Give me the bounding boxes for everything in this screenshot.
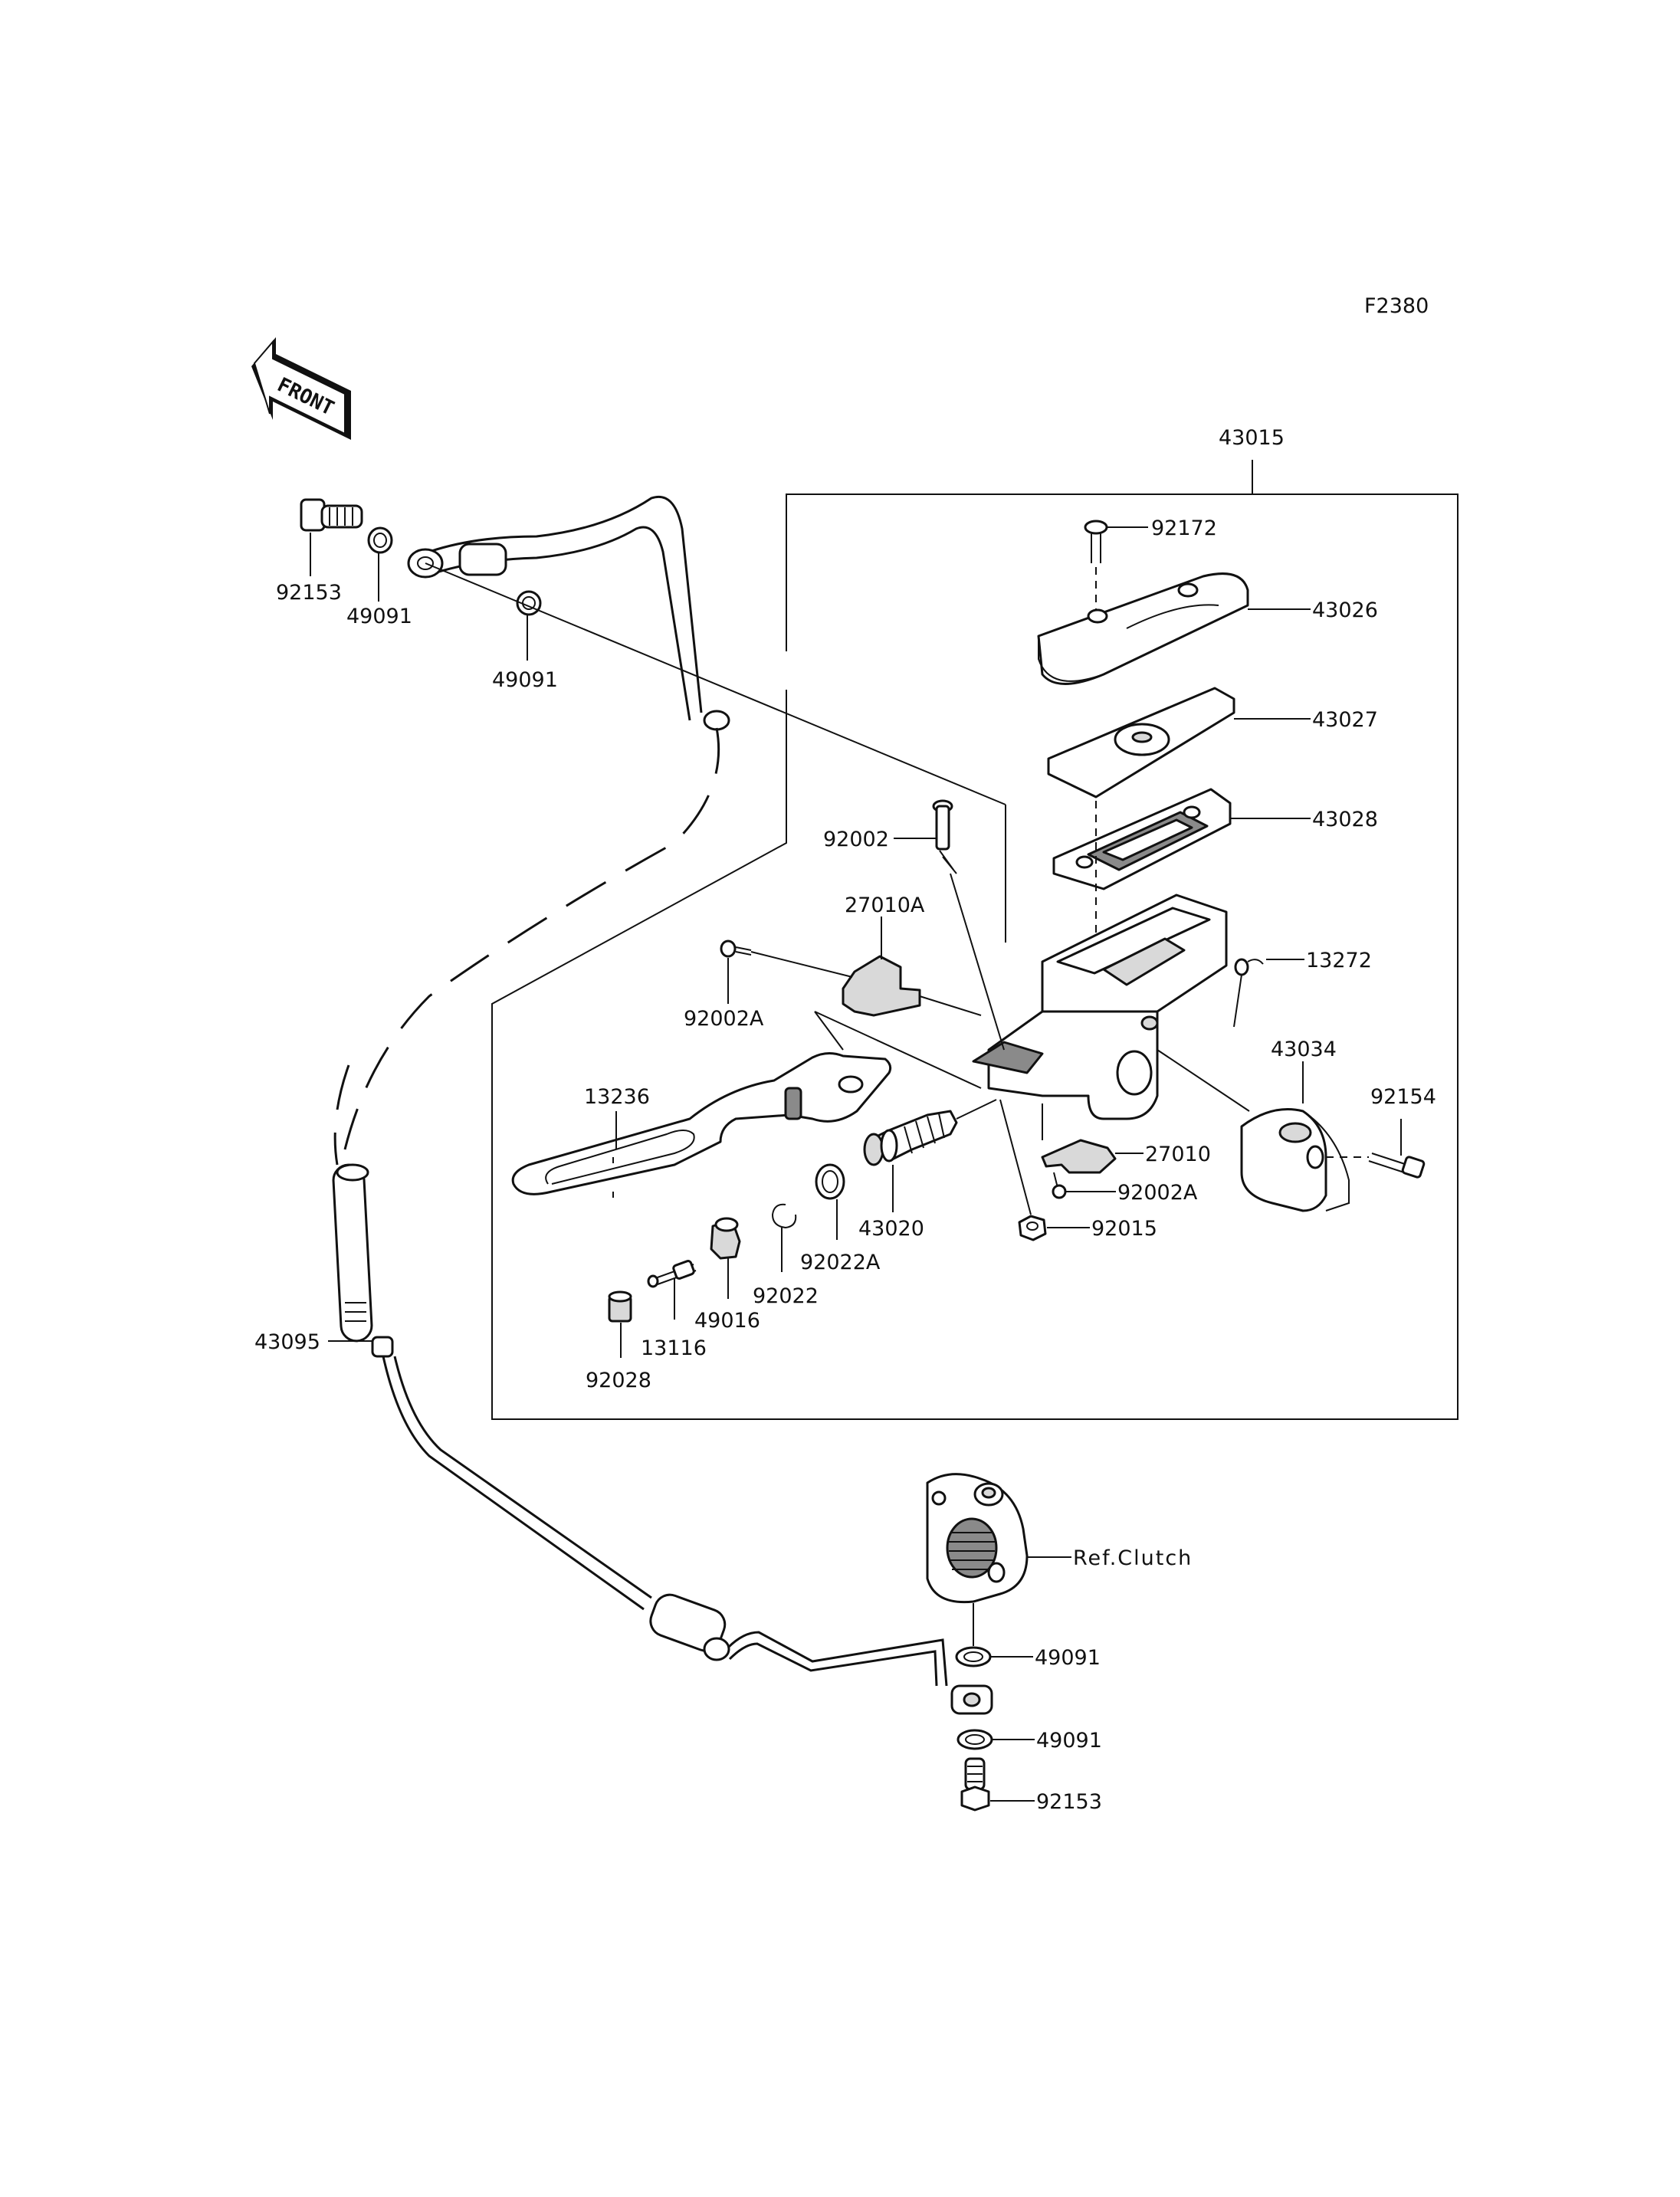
screw-b <box>1052 1172 1067 1199</box>
label-cap-nut: 13272 <box>1306 949 1372 972</box>
label-screw-a: 92002A <box>684 1007 764 1031</box>
label-screw-b: 92002A <box>1117 1181 1198 1205</box>
banjo-fitting-top <box>407 543 507 579</box>
label-washer-bottom-b: 49091 <box>1036 1729 1102 1753</box>
label-holder-bolt: 92154 <box>1370 1085 1436 1109</box>
washer-bottom-a <box>955 1646 992 1667</box>
upper-hose <box>333 496 730 1166</box>
push-rod <box>647 1260 697 1288</box>
label-bolt-bottom: 92153 <box>1036 1790 1102 1814</box>
label-nut: 92015 <box>1091 1217 1157 1241</box>
label-circlip-a: 92022A <box>800 1251 881 1274</box>
switch-bracket-a <box>842 955 921 1017</box>
label-collar: 92028 <box>586 1369 651 1392</box>
figure-code: F2380 <box>1364 294 1429 318</box>
diaphragm <box>1052 788 1232 890</box>
label-lever: 13236 <box>584 1085 650 1109</box>
label-washer-bottom-a: 49091 <box>1035 1646 1101 1670</box>
bolt-top <box>300 498 363 532</box>
label-pivot-bolt: 92002 <box>823 828 889 851</box>
piston <box>863 1110 958 1166</box>
clutch-hose <box>332 1163 948 1687</box>
label-plate: 43027 <box>1312 708 1378 732</box>
circlip-a <box>815 1163 845 1200</box>
master-cylinder-body <box>972 894 1228 1120</box>
screw-a <box>720 939 752 958</box>
screw-cap <box>1084 520 1108 563</box>
label-diaphragm: 43028 <box>1312 808 1378 831</box>
assembly-boundary <box>491 460 1459 1420</box>
reservoir-plate <box>1047 687 1235 798</box>
clutch-release-unit <box>926 1473 1029 1604</box>
label-switch: 27010 <box>1145 1143 1211 1166</box>
cap-nut <box>1234 958 1264 976</box>
banjo-fitting-bottom <box>950 1684 993 1715</box>
label-reference: Ref.Clutch <box>1073 1546 1193 1570</box>
label-piston: 43020 <box>858 1217 924 1241</box>
collar <box>608 1290 632 1323</box>
label-holder: 43034 <box>1271 1038 1337 1061</box>
label-washer-top-b: 49091 <box>492 668 558 692</box>
label-assembly: 43015 <box>1219 426 1285 450</box>
label-washer-top-a: 49091 <box>346 605 412 628</box>
pivot-bolt <box>932 799 957 874</box>
label-cap: 43026 <box>1312 598 1378 622</box>
bolt-bottom <box>960 1757 990 1812</box>
label-bracket-a: 27010A <box>845 894 925 917</box>
holder-bolt <box>1368 1153 1426 1179</box>
nut <box>1018 1215 1047 1241</box>
label-bolt-top: 92153 <box>276 581 342 605</box>
boot <box>710 1217 741 1260</box>
circlip <box>771 1203 797 1229</box>
reservoir-cap <box>1037 572 1249 685</box>
label-hose: 43095 <box>254 1330 320 1354</box>
label-screw-cap: 92172 <box>1151 516 1217 540</box>
switch <box>1041 1139 1117 1174</box>
washer-bottom-b <box>956 1729 993 1750</box>
label-boot: 49016 <box>694 1309 760 1333</box>
front-direction-arrow-icon: FRONT <box>251 337 351 440</box>
label-push-rod: 13116 <box>641 1336 707 1360</box>
label-circlip: 92022 <box>753 1284 819 1308</box>
clutch-lever <box>511 1052 892 1198</box>
washer-top-a <box>367 526 393 554</box>
holder <box>1240 1108 1350 1212</box>
